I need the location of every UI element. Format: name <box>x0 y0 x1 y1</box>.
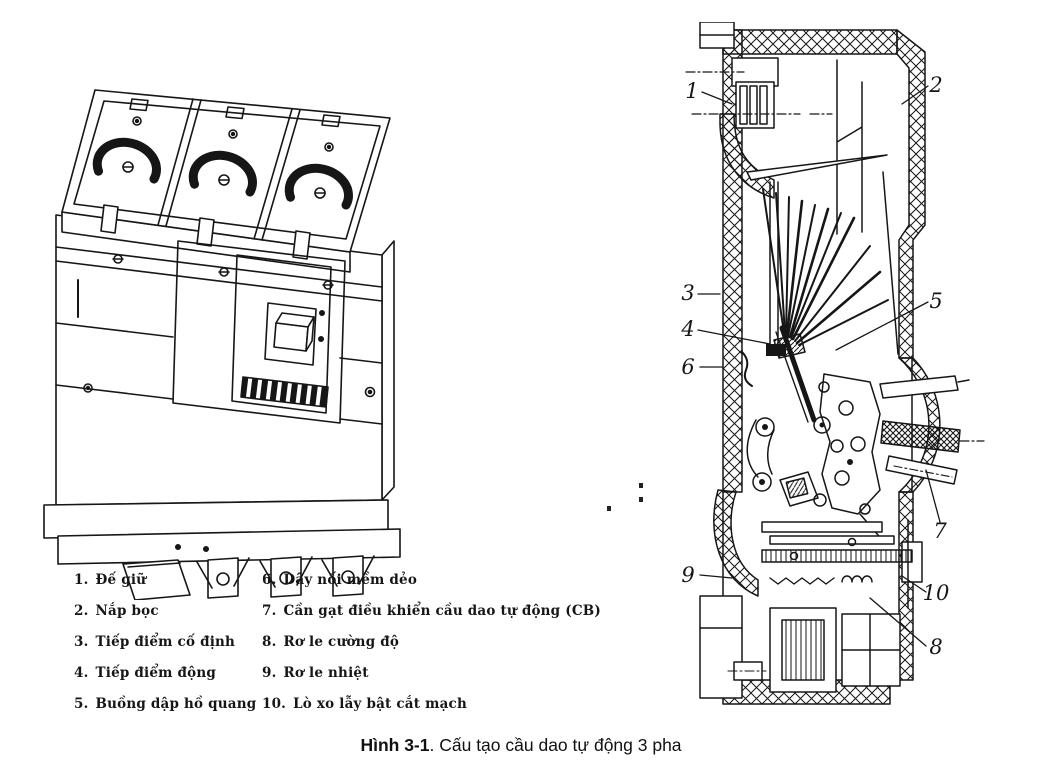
thermal-element-curve <box>713 489 759 597</box>
legend-number: 5. <box>74 696 89 712</box>
rating-label-strip <box>240 376 329 408</box>
legend-label: Rơ le nhiệt <box>283 665 369 681</box>
legend-label: Lò xo lẫy bật cắt mạch <box>293 696 467 712</box>
callout-2: 2 <box>928 73 942 97</box>
legend-label: Rơ le cường độ <box>283 634 400 650</box>
callout-4: 4 <box>680 317 694 341</box>
scan-speck <box>607 506 611 511</box>
terminal-screws <box>122 116 334 199</box>
legend-number: 10. <box>262 696 287 712</box>
flexible-braid <box>741 351 753 387</box>
legend-item-8: 8. Rơ le cường độ <box>262 627 601 658</box>
legend-label: Nắp bọc <box>95 603 159 619</box>
callout-9: 9 <box>681 563 694 587</box>
relay-assembly <box>727 519 923 693</box>
breaker-isometric-drawing <box>43 89 401 600</box>
figure-caption-text: . Cấu tạo cầu dao tự động 3 pha <box>429 735 682 755</box>
operating-handle <box>879 357 985 493</box>
figure-caption-label: Hình 3-1 <box>360 735 430 755</box>
legend-item-10: 10. Lò xo lẫy bật cắt mạch <box>262 689 601 720</box>
bottom-terminal-lugs <box>196 555 375 599</box>
scan-speck <box>639 497 643 502</box>
callout-7: 7 <box>933 519 947 543</box>
legend-number: 1. <box>74 572 89 588</box>
case-seams <box>55 279 383 425</box>
legend-item-4: 4. Tiếp điểm động <box>74 658 256 689</box>
legend-item-9: 9. Rơ le nhiệt <box>262 658 601 689</box>
legend-number: 7. <box>262 603 277 619</box>
callout-leaders <box>697 85 941 647</box>
legend-column-left: 1. Đế giữ 2. Nắp bọc 3. Tiếp điểm cố định 4… <box>74 565 256 720</box>
legend-number: 8. <box>262 634 277 650</box>
trip-spring <box>841 575 873 583</box>
legend-label: Tiếp điểm cố định <box>95 634 236 650</box>
legend-number: 9. <box>262 665 277 681</box>
legend-number: 3. <box>74 634 89 650</box>
callout-3: 3 <box>681 281 694 305</box>
front-band <box>55 246 383 302</box>
legend-label: Dây nối mềm dẻo <box>283 572 418 588</box>
terminal-deck <box>61 89 391 273</box>
legend-number: 4. <box>74 665 89 681</box>
callout-10: 10 <box>923 581 950 605</box>
callout-8: 8 <box>929 635 942 659</box>
breaker-cross-section-drawing: 1 2 3 4 5 6 7 8 9 10 <box>680 22 985 705</box>
callout-6: 6 <box>681 355 694 379</box>
legend-label: Đế giữ <box>95 572 147 588</box>
legend-item-7: 7. Cần gạt điều khiển cầu dao tự động (CB… <box>262 596 601 627</box>
callout-1: 1 <box>685 79 698 103</box>
line-terminal <box>685 57 833 199</box>
mounting-base <box>43 499 401 600</box>
toggle-handle <box>273 312 315 352</box>
legend-item-3: 3. Tiếp điểm cố định <box>74 627 256 658</box>
clamp-posts <box>100 204 311 260</box>
trip-mechanism <box>741 325 885 543</box>
scan-speck <box>639 483 643 488</box>
pole-clamp-arches <box>92 137 353 210</box>
legend-number: 2. <box>74 603 89 619</box>
legend-column-right: 6. Dây nối mềm dẻo 7. Cần gạt điều khiển c… <box>262 565 601 720</box>
legend-item-1: 1. Đế giữ <box>74 565 256 596</box>
callout-5: 5 <box>929 289 942 313</box>
front-panel <box>172 240 346 424</box>
legend-number: 6. <box>262 572 277 588</box>
callout-numbers: 1 2 3 4 5 6 7 8 9 10 <box>680 73 949 659</box>
legend-item-2: 2. Nắp bọc <box>74 596 256 627</box>
legend-label: Cần gạt điều khiển cầu dao tự động (CB) <box>283 603 601 619</box>
arc-chute-plates <box>762 171 899 355</box>
legend-item-5: 5. Buồng dập hồ quang <box>74 689 256 720</box>
legend-item-6: 6. Dây nối mềm dẻo <box>262 565 601 596</box>
legend-label: Tiếp điểm động <box>95 665 217 681</box>
legend-label: Buồng dập hồ quang <box>95 696 257 712</box>
figure-caption: Hình 3-1. Cấu tạo cầu dao tự động 3 pha <box>0 735 1042 756</box>
